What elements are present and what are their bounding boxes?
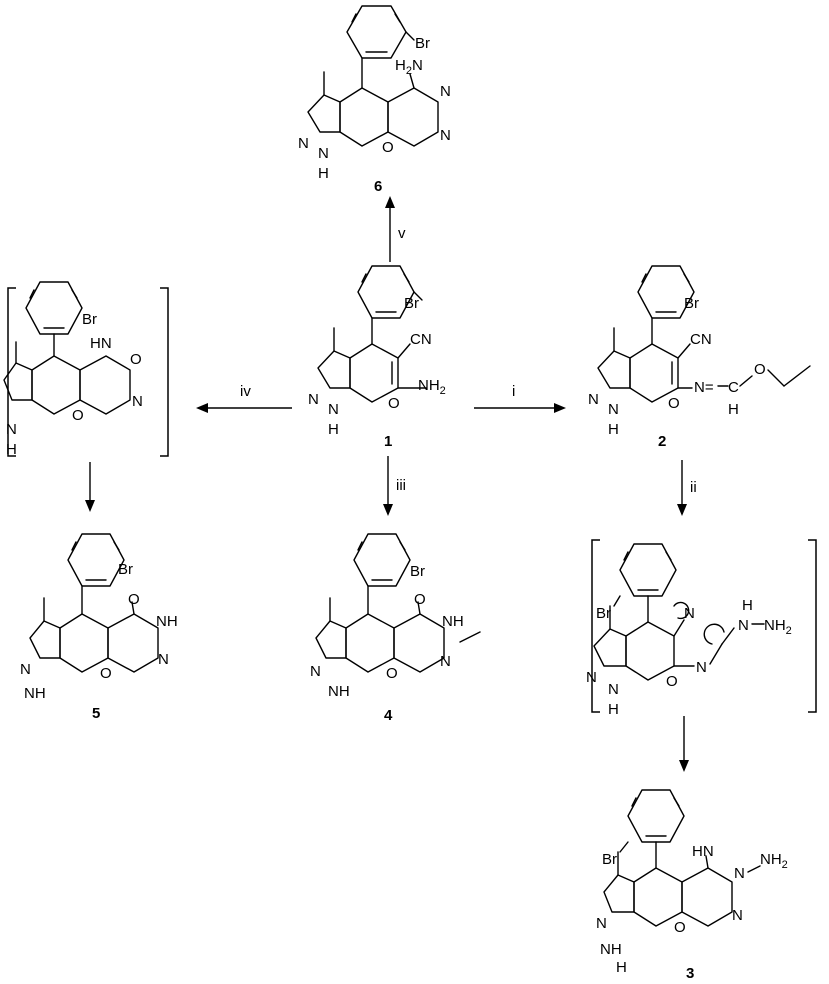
oxazine-o-label: O [130,351,142,368]
imine-label: HN [90,335,112,352]
arrow-hydrazine-to-3 [679,716,689,772]
bromo-label: Br [684,295,699,312]
arrow-iv: iv [196,383,292,413]
bromo-label: Br [596,605,611,622]
cyano-label: CN [690,331,712,348]
oxazine-intermediate: Br HN O N O N H [3,281,169,458]
pyrazole-h-label: H [6,441,17,458]
compound-3-number: 3 [686,965,694,982]
pyrazole-h-label: H [616,959,627,976]
pyran-o-label: O [674,919,686,936]
pyran-o-label: O [100,665,112,682]
pyrazole-n-label: N [586,669,597,686]
compound-5: Br O NH N O N NH 5 [20,533,178,722]
pyrazole-n-label: N [310,663,321,680]
compound-4: Br O NH N O N NH 4 [310,533,481,724]
bromo-label: Br [415,35,430,52]
bromo-label: Br [118,561,133,578]
hydrazine-nh2-label: NH2 [764,617,792,637]
pyran-o-label: O [72,407,84,424]
pyrazole-n-label: N [298,135,309,152]
compound-1-number: 1 [384,433,392,450]
pyrazole-nh-label: N [6,421,17,438]
pyran-o-label: O [666,673,678,690]
pyrazole-h-label: H [608,421,619,438]
pyrazole-nh-label: N [328,401,339,418]
hydrazine-n-label: N [738,617,749,634]
cyano-label: CN [410,331,432,348]
pyrazole-nh-label: NH [600,941,622,958]
compound-6-number: 6 [374,178,382,195]
compound-1: Br CN NH2 O N N H 1 [308,265,446,450]
pyrimidine-n-label: N [440,83,451,100]
carbonyl-o-label: O [128,591,140,608]
pyrimidine-n-label: N [734,865,745,882]
pyrimidine-n-label: N [158,651,169,668]
pyrazole-h-label: H [318,165,329,182]
pyran-o-label: O [668,395,680,412]
pyrazole-nh-label: N [318,145,329,162]
imidate-c-label: C [728,379,739,396]
pyrazole-nh-label: NH [24,685,46,702]
lactam-nh-label: NH [156,613,178,630]
pyrazole-nh-label: N [608,681,619,698]
arrow-v: v [385,196,406,262]
arrow-oxazine-to-5 [85,462,95,512]
condition-v-label: v [398,225,406,242]
pyrazole-n-label: N [20,661,31,678]
compound-3: Br HN NH2 N N O N NH H 3 [596,789,788,982]
pyrazole-h-label: H [328,421,339,438]
pyran-o-label: O [386,665,398,682]
bromo-label: Br [82,311,97,328]
arrow-iii: iii [383,456,406,516]
hydrazino-nh2-label: NH2 [760,851,788,871]
condition-ii-label: ii [690,479,697,496]
imidate-h-label: H [728,401,739,418]
bromo-label: Br [404,295,419,312]
hydrazine-intermediate: Br N N N H NH2 O N N H [586,539,817,718]
pyran-o-label: O [388,395,400,412]
pyrimidine-n-label: N [440,127,451,144]
condition-i-label: i [512,383,515,400]
nitrile-n-label: N [684,605,695,622]
pyrimidine-n-label: N [732,907,743,924]
compound-2: Br CN N= C H O O N N H 2 [588,265,811,450]
pyrazole-n-label: N [308,391,319,408]
pyrazole-nh-label: N [608,401,619,418]
arrow-ii: ii [677,460,697,516]
compound-2-number: 2 [658,433,666,450]
pyrazole-n-label: N [588,391,599,408]
condition-iii-label: iii [396,477,406,494]
compound-6: Br H2N N N O N N H 6 [298,5,451,195]
imine-label: HN [692,843,714,860]
bromo-label: Br [602,851,617,868]
pyrazole-n-label: N [596,915,607,932]
arrow-i: i [474,383,566,413]
amino-label: H2N [395,57,423,77]
pyrazole-nh-label: NH [328,683,350,700]
ether-o-label: O [754,361,766,378]
carbonyl-o-label: O [414,591,426,608]
hydrazine-h-label: H [742,597,753,614]
amino-label: NH2 [418,377,446,397]
imidate-n-label: N= [694,379,714,396]
compound-5-number: 5 [92,705,100,722]
bromo-label: Br [410,563,425,580]
pyran-o-label: O [382,139,394,156]
pyrimidine-n-label: N [440,653,451,670]
imine-n-label: N [696,659,707,676]
condition-iv-label: iv [240,383,251,400]
compound-4-number: 4 [384,707,393,724]
lactam-nh-label: NH [442,613,464,630]
oxazine-n-label: N [132,393,143,410]
pyrazole-h-label: H [608,701,619,718]
